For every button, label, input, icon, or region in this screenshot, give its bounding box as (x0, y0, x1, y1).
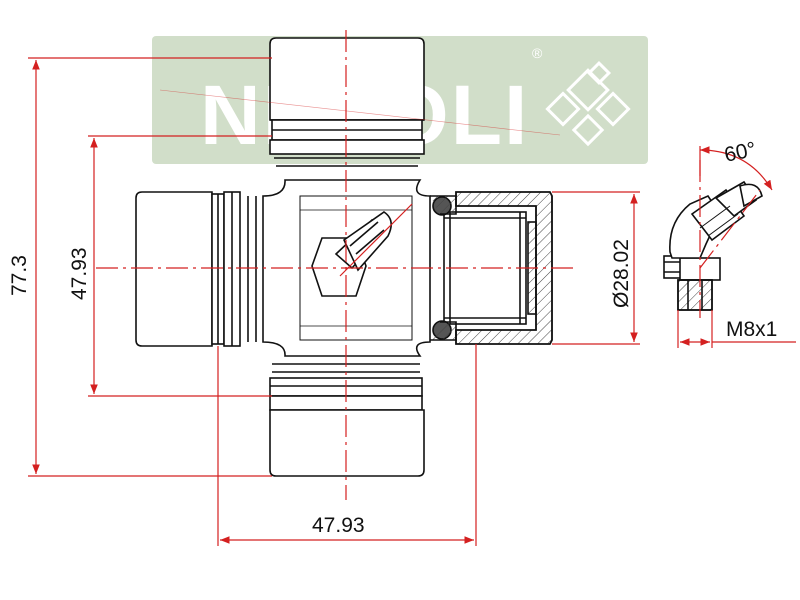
hub-grease-nipple (311, 211, 392, 297)
grease-nipple-side-view (663, 180, 763, 311)
top-bearing-cup (269, 37, 425, 167)
dim-cup-diameter: Ø28.02 (610, 239, 633, 308)
center-lines (96, 30, 761, 500)
dim-nipple-angle: 60° (722, 138, 758, 167)
bottom-bearing-cup (269, 363, 425, 477)
dim-overall-length: 77.3 (8, 255, 31, 296)
dimension-lines (28, 57, 796, 546)
dim-nipple-thread: M8x1 (726, 318, 777, 341)
left-bearing-cup (135, 191, 257, 347)
diamond-logo-icon (545, 60, 631, 147)
registered-mark: ® (532, 45, 543, 61)
dim-cross-height: 47.93 (68, 247, 91, 300)
dim-cross-width: 47.93 (312, 514, 365, 537)
